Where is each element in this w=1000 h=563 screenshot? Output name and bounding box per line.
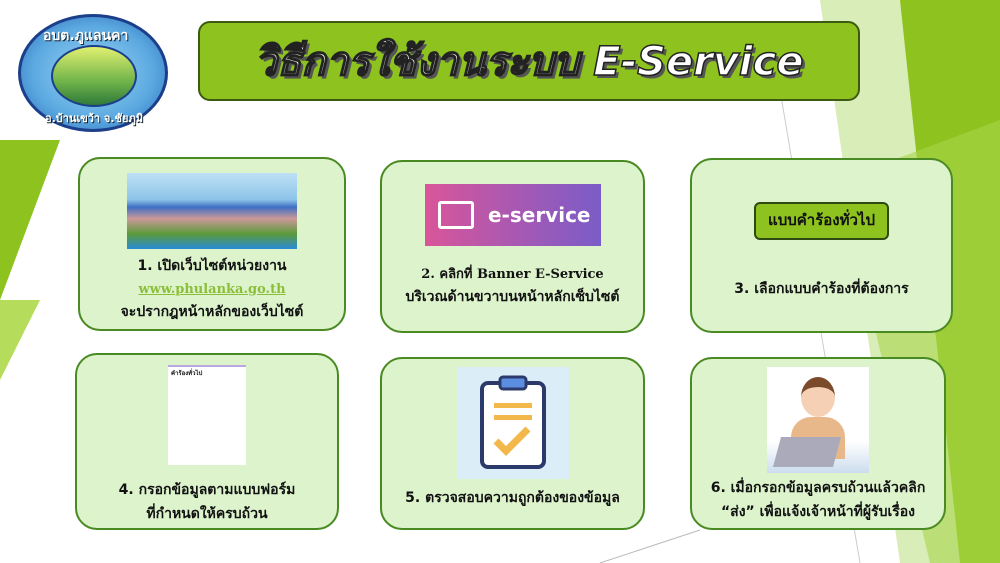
- clipboard-check-icon: [456, 367, 569, 479]
- step-1-line2: จะปรากฎหน้าหลักของเว็บไซต์: [120, 303, 304, 320]
- person-laptop-illustration: [767, 367, 869, 473]
- monitor-gear-icon: [437, 201, 474, 229]
- step-3-card: แบบคำร้องทั่วไป 3. เลือกแบบคำร้องที่ต้อง…: [690, 158, 953, 333]
- website-screenshot: [127, 173, 297, 249]
- eservice-banner[interactable]: e-service: [424, 184, 601, 246]
- step-4-line2: ที่กำหนดให้ครบถ้วน: [146, 505, 268, 522]
- page-title: วิธีการใช้งานระบบ E-Service: [198, 21, 860, 101]
- step-4-line1: 4. กรอกข้อมูลตามแบบฟอร์ม: [118, 482, 296, 498]
- organization-logo: อบต.ภูแลนคา อ.บ้านเขว้า จ.ชัยภูมิ: [18, 14, 168, 132]
- step-6-card: 6. เมื่อกรอกข้อมูลครบถ้วนแล้วคลิก “ส่ง” …: [690, 357, 946, 530]
- step-5-card: 5. ตรวจสอบความถูกต้องของข้อมูล: [380, 357, 645, 530]
- step-1-card: 1. เปิดเว็บไซต์หน่วยงาน www.phulanka.go.…: [78, 157, 346, 331]
- step-6-line2: “ส่ง” เพื่อแจ้งเจ้าหน้าที่ผู้รับเรื่อง: [720, 503, 916, 520]
- general-request-form-button[interactable]: แบบคำร้องทั่วไป: [754, 202, 889, 240]
- step-2-line2: บริเวณด้านขวาบนหน้าหลักเซ็บไซต์: [405, 289, 620, 306]
- step-2-card: e-service 2. คลิกที่ Banner E-Service บร…: [380, 160, 645, 333]
- website-link[interactable]: www.phulanka.go.th: [138, 281, 286, 297]
- form-screenshot: คำร้องทั่วไป: [168, 365, 246, 465]
- step-4-card: คำร้องทั่วไป 4. กรอกข้อมูลตามแบบฟอร์ม ที…: [75, 353, 339, 530]
- step-1-line1: 1. เปิดเว็บไซต์หน่วยงาน: [137, 258, 287, 274]
- step-2-line1: 2. คลิกที่ Banner E-Service: [421, 267, 604, 282]
- step-5-line1: 5. ตรวจสอบความถูกต้องของข้อมูล: [405, 490, 620, 506]
- step-6-line1: 6. เมื่อกรอกข้อมูลครบถ้วนแล้วคลิก: [710, 480, 926, 496]
- step-3-line1: 3. เลือกแบบคำร้องที่ต้องการ: [734, 280, 909, 297]
